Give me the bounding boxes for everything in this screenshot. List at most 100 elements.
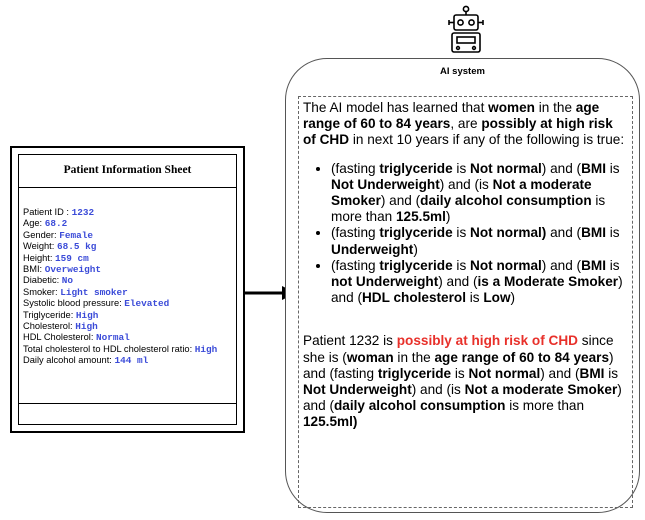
text-segment: and (: [546, 225, 582, 241]
patient-field-row: Systolic blood pressure: Elevated: [23, 298, 234, 309]
sheet-footer-divider: [19, 403, 236, 404]
text-segment: is more than: [331, 193, 606, 225]
text-segment: ) and (is: [439, 176, 493, 192]
text-segment: in the: [534, 100, 576, 115]
field-value: High: [194, 343, 218, 355]
emphasis-text: Not normal: [468, 365, 541, 381]
field-value: High: [75, 309, 99, 321]
ai-intro-text: The AI model has learned that women in t…: [303, 100, 628, 149]
patient-field-row: Age: 68.2: [23, 218, 234, 229]
emphasis-text: is a Moderate Smoker: [477, 274, 619, 290]
emphasis-text: BMI: [581, 257, 606, 273]
field-value: 68.5 kg: [56, 241, 97, 253]
text-segment: in the: [393, 349, 435, 365]
risk-highlight: possibly at high risk of CHD: [396, 333, 578, 349]
field-value: High: [75, 321, 98, 333]
patient-field-row: Triglyceride: High: [23, 310, 234, 321]
ai-system-panel: AI system The AI model has learned that …: [285, 58, 640, 513]
sheet-title: Patient Information Sheet: [19, 155, 236, 188]
emphasis-text: possibly at high risk of CHD: [303, 116, 613, 148]
ai-explanation-box: The AI model has learned that women in t…: [298, 96, 633, 508]
field-label: Daily alcohol amount:: [23, 355, 115, 366]
field-label: Weight:: [23, 241, 57, 252]
text-segment: in next 10 years if any of the following…: [349, 132, 625, 148]
field-value: 144 ml: [114, 355, 149, 367]
emphasis-text: Not normal: [470, 160, 542, 176]
text-segment: is: [606, 160, 620, 176]
patient-field-row: BMI: Overweight: [23, 264, 234, 275]
text-segment: is: [465, 290, 484, 306]
text-segment: (fasting: [331, 225, 380, 241]
emphasis-text: triglyceride: [377, 365, 452, 381]
emphasis-text: BMI: [581, 225, 606, 241]
emphasis-text: triglyceride: [379, 160, 453, 176]
field-value: Elevated: [124, 298, 170, 310]
sheet-inner-frame: Patient Information Sheet Patient ID : 1…: [18, 154, 237, 425]
field-label: Patient ID :: [23, 207, 72, 217]
emphasis-text: triglyceride: [379, 225, 453, 241]
emphasis-text: BMI: [579, 365, 605, 381]
field-label: Age:: [23, 218, 45, 229]
field-label: Systolic blood pressure:: [23, 298, 125, 309]
emphasis-text: 125.5ml: [395, 209, 446, 225]
field-value: 68.2: [44, 218, 68, 230]
text-segment: The AI model has learned that: [303, 100, 489, 115]
emphasis-text: triglyceride: [379, 257, 453, 273]
rule-item: (fasting triglyceride is Not normal) and…: [331, 161, 628, 226]
text-segment: ) and (: [438, 274, 478, 290]
emphasis-text: Low: [483, 290, 511, 306]
emphasis-text: 125.5ml): [303, 414, 358, 430]
field-label: Diabetic:: [23, 275, 62, 286]
field-label: BMI:: [23, 264, 45, 275]
text-segment: ) and (is: [411, 382, 465, 398]
text-segment: ) and (: [541, 160, 582, 176]
text-segment: (fasting: [331, 257, 380, 273]
emphasis-text: daily alcohol consumption: [420, 193, 592, 209]
text-segment: ) and (: [331, 274, 623, 306]
emphasis-text: Not a moderate Smoker: [331, 176, 592, 209]
text-segment: ) and (fasting: [303, 349, 614, 381]
text-segment: ): [413, 241, 418, 257]
field-value: 159 cm: [55, 252, 89, 264]
field-label: Total cholesterol to HDL cholesterol rat…: [23, 343, 195, 354]
robot-icon: [448, 5, 484, 53]
patient-field-row: Patient ID : 1232: [23, 207, 234, 218]
emphasis-text: women: [488, 100, 535, 115]
text-segment: is: [606, 225, 620, 241]
text-segment: ) and (: [380, 193, 421, 209]
emphasis-text: Not normal: [470, 257, 542, 273]
emphasis-text: Not a moderate Smoker: [464, 382, 618, 398]
patient-field-row: HDL Cholesterol: Normal: [23, 332, 234, 343]
field-value: No: [61, 275, 74, 287]
text-segment: is: [606, 257, 620, 273]
emphasis-text: not Underweight: [331, 274, 439, 290]
field-label: Height:: [23, 252, 56, 263]
patient-field-row: Height: 159 cm: [23, 253, 234, 264]
field-value: 1232: [71, 207, 95, 218]
ai-conclusion-text: Patient 1232 is possibly at high risk of…: [303, 333, 628, 430]
patient-field-row: Smoker: Light smoker: [23, 287, 234, 298]
emphasis-text: age range of 60 to 84 years: [303, 100, 600, 132]
ai-system-label: AI system: [440, 66, 485, 77]
text-segment: since she is (: [303, 333, 614, 365]
text-segment: ): [445, 209, 451, 225]
patient-field-row: Gender: Female: [23, 230, 234, 241]
text-segment: (fasting: [331, 160, 380, 176]
field-label: Smoker:: [23, 286, 61, 297]
emphasis-text: BMI: [581, 160, 606, 176]
text-segment: is: [604, 365, 619, 381]
patient-information-sheet: Patient Information Sheet Patient ID : 1…: [10, 146, 245, 433]
ai-rules-list: (fasting triglyceride is Not normal) and…: [303, 161, 628, 307]
field-label: Triglyceride:: [23, 309, 76, 320]
emphasis-text: Underweight: [331, 241, 414, 257]
text-segment: is: [452, 257, 471, 273]
emphasis-text: Not Underweight: [303, 382, 412, 398]
field-label: Cholesterol:: [23, 321, 76, 332]
patient-field-row: Weight: 68.5 kg: [23, 241, 234, 252]
text-segment: , are: [450, 116, 482, 132]
field-label: HDL Cholesterol:: [23, 332, 97, 343]
emphasis-text: Not normal): [470, 225, 547, 241]
text-segment: Patient 1232 is: [303, 333, 397, 349]
text-segment: is: [451, 365, 469, 381]
